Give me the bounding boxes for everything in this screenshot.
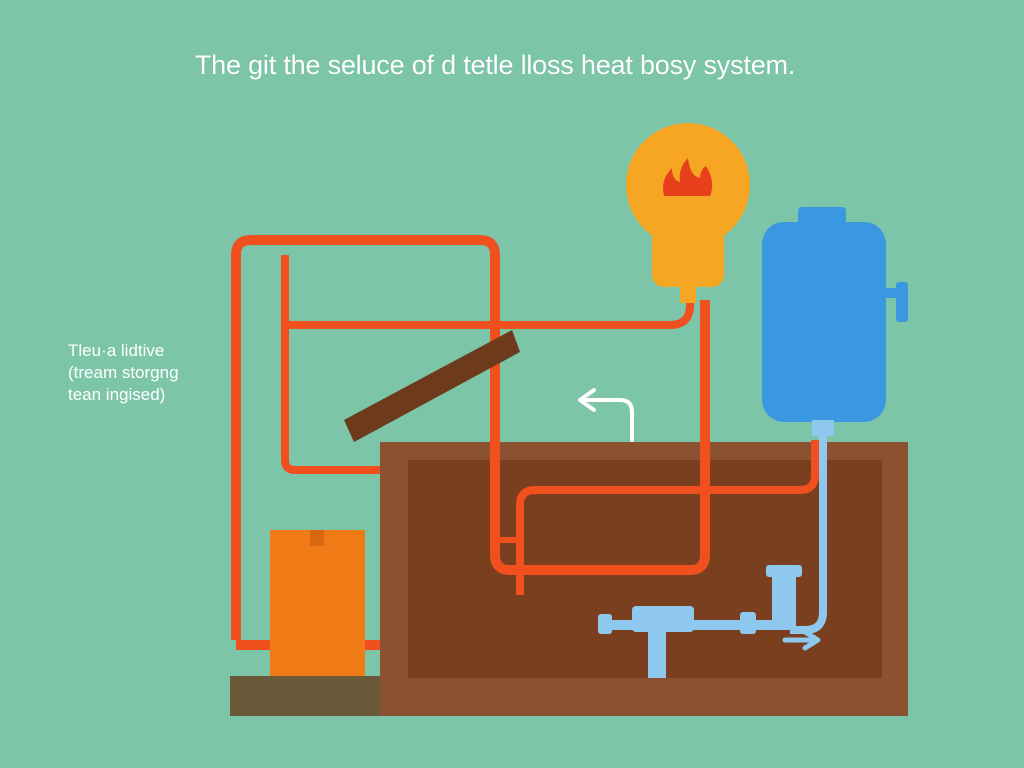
diagram-title: The git the seluce of d tetle lloss heat…: [194, 50, 796, 80]
flow-arrow-icon: [782, 629, 821, 651]
diagonal-board: [344, 330, 520, 442]
hot-pipe-crossbar: [285, 298, 694, 329]
base-slab: [230, 676, 390, 716]
side-annotation-line-1: Tleu·a lidtive: [68, 341, 165, 360]
burner-bulb: [626, 123, 750, 303]
side-annotation: Tleu·a lidtive (tream storgng tean ingis…: [68, 340, 179, 406]
valve-assembly: [598, 565, 802, 678]
hot-pipe-ground-loop: [516, 440, 819, 595]
side-annotation-line-3: tean ingised): [68, 385, 166, 404]
water-tank: [762, 207, 908, 436]
flame-icon: [663, 158, 713, 196]
hot-pipe-inner-loop: [281, 255, 380, 474]
return-arrow-icon: [578, 388, 634, 442]
hot-pipe-outer-loop: [231, 235, 710, 640]
heater-box: [270, 530, 365, 676]
side-annotation-line-2: (tream storgng: [68, 363, 179, 382]
heater-box-tab: [310, 530, 324, 546]
